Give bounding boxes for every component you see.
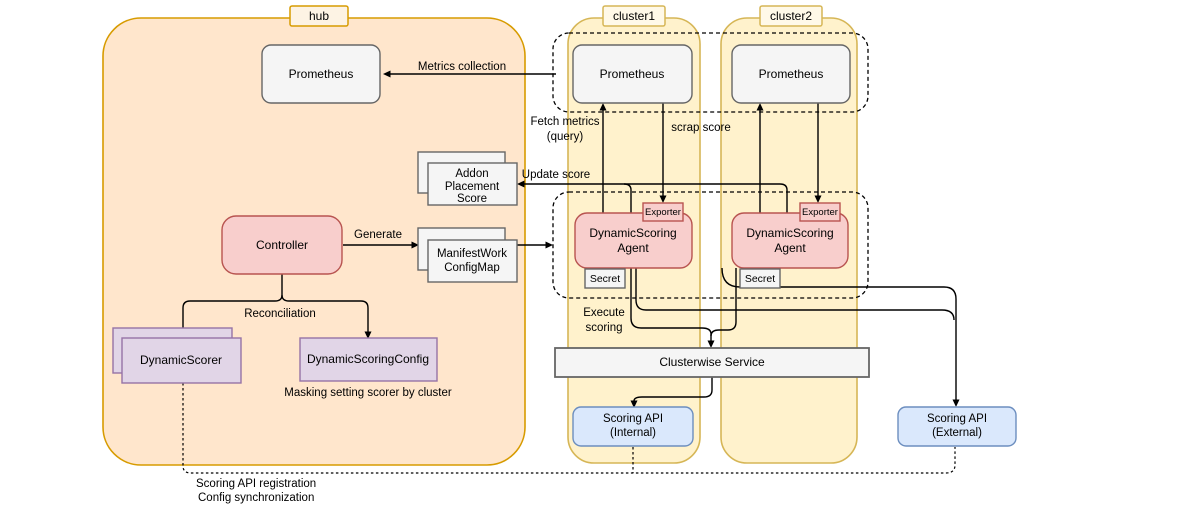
- edge-update-score-branch: [623, 183, 632, 213]
- label-reconciliation: Reconciliation: [244, 308, 316, 320]
- edge-scoring-api-registration-dashed: [182, 383, 956, 474]
- exporter1-label: Exporter: [645, 207, 681, 218]
- label-fetch-metrics-line1: Fetch metrics: [530, 116, 599, 128]
- scoring-api-internal-line2: (Internal): [610, 427, 656, 439]
- edge-execute-scoring-agent2: [710, 268, 737, 337]
- cluster1-prometheus-label: Prometheus: [600, 67, 665, 81]
- controller-label: Controller: [256, 238, 308, 252]
- agent2-line2: Agent: [774, 241, 806, 255]
- secret2-node: [739, 268, 781, 289]
- dynamic-scorer-label: DynamicScorer: [140, 353, 222, 367]
- agent-group-outline: [552, 191, 869, 299]
- hub-label-box: [289, 5, 349, 27]
- addon-placement-score-line2: Placement: [445, 181, 500, 193]
- cluster2-label-box: [759, 5, 823, 27]
- cluster1-prometheus-node: [572, 44, 693, 104]
- scoring-api-external-line2: (External): [932, 427, 982, 439]
- cluster2-prometheus-node: [731, 44, 851, 104]
- exporter2-tag: [799, 202, 841, 222]
- cluster2-prometheus-label: Prometheus: [759, 67, 824, 81]
- cluster2-label: cluster2: [770, 9, 812, 23]
- exporter2-label: Exporter: [802, 207, 838, 218]
- label-registration-line2: Config synchronization: [198, 492, 314, 504]
- scoring-api-external-line1: Scoring API: [927, 413, 987, 425]
- clusterwise-service-node: [554, 347, 870, 378]
- prometheus-group-outline: [552, 32, 869, 113]
- controller-node: [221, 215, 343, 275]
- dynamic-scorer-node: [121, 337, 242, 384]
- label-update-score: Update score: [522, 169, 590, 181]
- cluster1-label-box: [602, 5, 666, 27]
- hub-prometheus-label: Prometheus: [289, 67, 354, 81]
- label-masking-note: Masking setting scorer by cluster: [284, 387, 452, 399]
- scoring-api-internal-node: [572, 406, 694, 447]
- label-generate: Generate: [354, 229, 402, 241]
- scoring-api-external-node: [897, 406, 1017, 447]
- manifestwork-configmap-node: [427, 239, 518, 283]
- addon-placement-score-line1: Addon: [455, 168, 488, 180]
- clusterwise-service-label: Clusterwise Service: [659, 355, 765, 369]
- agent2-line1: DynamicScoring: [746, 226, 833, 240]
- edge-reconciliation-right: [281, 294, 372, 339]
- secret2-label: Secret: [745, 273, 775, 285]
- cluster1-label: cluster1: [613, 9, 655, 23]
- label-scrap-score: scrap score: [671, 122, 730, 134]
- dynamic-scoring-config-node: [299, 337, 438, 382]
- secret1-node: [584, 268, 626, 289]
- dynamic-scoring-config-label: DynamicScoringConfig: [307, 352, 429, 366]
- label-fetch-metrics-line2: (query): [547, 131, 584, 143]
- label-execute-scoring-line2: scoring: [585, 322, 622, 334]
- manifestwork-configmap-line2: ConfigMap: [444, 262, 500, 274]
- label-metrics-collection: Metrics collection: [418, 61, 506, 73]
- scoring-api-internal-line1: Scoring API: [603, 413, 663, 425]
- edge-agent2-to-external-api: [721, 267, 960, 407]
- edge-clusterwise-to-internal-api: [630, 377, 713, 408]
- addon-placement-score-node: [427, 162, 518, 206]
- addon-placement-score-line3: Score: [457, 193, 487, 205]
- agent1-line1: DynamicScoring: [589, 226, 676, 240]
- agent1-node: [574, 212, 693, 269]
- hub-label: hub: [309, 9, 329, 23]
- agent1-line2: Agent: [617, 241, 649, 255]
- manifestwork-configmap-line1: ManifestWork: [437, 248, 507, 260]
- edge-execute-scoring-agent1: [630, 268, 715, 348]
- exporter1-tag: [642, 202, 684, 222]
- edge-agent1-to-external-api: [635, 268, 955, 321]
- agent2-node: [731, 212, 849, 269]
- label-execute-scoring-line1: Execute: [583, 307, 625, 319]
- hub-prometheus-node: [261, 44, 381, 104]
- edge-update-score: [517, 180, 788, 213]
- secret1-label: Secret: [590, 273, 620, 285]
- label-registration-line1: Scoring API registration: [196, 478, 316, 490]
